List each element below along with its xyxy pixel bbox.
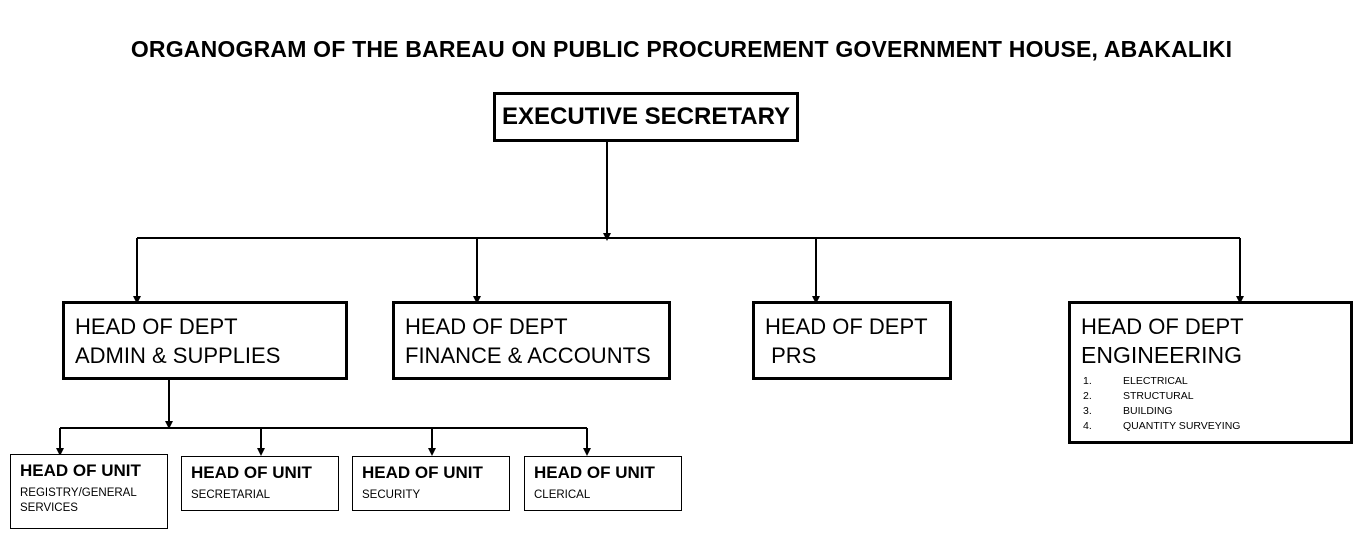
unit-security-box: HEAD OF UNIT SECURITY: [352, 456, 510, 511]
unit-clerical-box: HEAD OF UNIT CLERICAL: [524, 456, 682, 511]
unit-registry-head: HEAD OF UNIT: [20, 461, 141, 480]
dept-engineering-line2: ENGINEERING: [1081, 342, 1243, 368]
unit-secretarial-desc: SECRETARIAL: [191, 489, 271, 501]
unit-registry-desc: REGISTRY/GENERAL SERVICES: [20, 487, 137, 514]
unit-secretarial-box: HEAD OF UNIT SECRETARIAL: [181, 456, 339, 511]
unit-clerical-head: HEAD OF UNIT: [534, 463, 655, 482]
dept-admin-line1: HEAD OF DEPT: [75, 314, 238, 339]
unit-secretarial-head: HEAD OF UNIT: [191, 463, 312, 482]
dept-prs-box: HEAD OF DEPT PRS: [752, 301, 952, 380]
dept-finance-line2: FINANCE & ACCOUNTS: [405, 343, 651, 368]
executive-secretary-box: EXECUTIVE SECRETARY: [493, 92, 799, 142]
dept-prs-line1: HEAD OF DEPT: [765, 314, 928, 339]
engineering-item: 3.BUILDING: [1083, 405, 1173, 417]
unit-security-desc: SECURITY: [362, 489, 421, 501]
executive-secretary-label: EXECUTIVE SECRETARY: [501, 103, 791, 130]
engineering-sublist: 1.ELECTRICAL 2.STRUCTURAL 3.BUILDING 4.Q…: [1081, 374, 1350, 434]
engineering-item: 2.STRUCTURAL: [1083, 390, 1194, 402]
dept-engineering-box: HEAD OF DEPT ENGINEERING 1.ELECTRICAL 2.…: [1068, 301, 1353, 444]
dept-finance-line1: HEAD OF DEPT: [405, 314, 568, 339]
dept-finance-accounts-box: HEAD OF DEPT FINANCE & ACCOUNTS: [392, 301, 671, 380]
unit-security-head: HEAD OF UNIT: [362, 463, 483, 482]
unit-registry-box: HEAD OF UNIT REGISTRY/GENERAL SERVICES: [10, 454, 168, 529]
engineering-item: 1.ELECTRICAL: [1083, 375, 1188, 387]
unit-clerical-desc: CLERICAL: [534, 489, 591, 501]
dept-engineering-line1: HEAD OF DEPT: [1081, 314, 1244, 339]
engineering-item: 4.QUANTITY SURVEYING: [1083, 420, 1241, 432]
dept-prs-line2: PRS: [765, 343, 817, 368]
page-title: ORGANOGRAM OF THE BAREAU ON PUBLIC PROCU…: [130, 36, 1233, 62]
dept-admin-line2: ADMIN & SUPPLIES: [75, 343, 281, 368]
dept-admin-supplies-box: HEAD OF DEPT ADMIN & SUPPLIES: [62, 301, 348, 380]
